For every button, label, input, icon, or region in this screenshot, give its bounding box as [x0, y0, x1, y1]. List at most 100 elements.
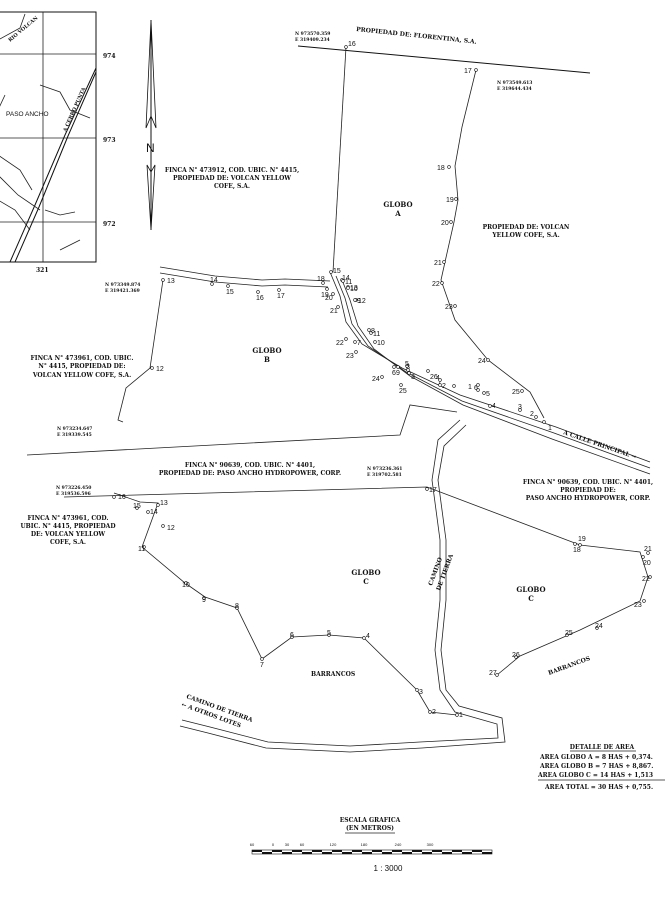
- survey-point-label: 17: [464, 68, 472, 75]
- globo-c1-l2: C: [363, 577, 369, 586]
- owner-finca-90639-right-l1: FINCA N° 90639, COD. UBIC. N° 4401,: [523, 479, 653, 486]
- survey-point-label: 3: [411, 374, 415, 381]
- owner-finca-473961-bottom-l4: COFE, S.A.: [50, 539, 86, 546]
- survey-point-marker: [392, 365, 396, 369]
- survey-point-marker: [405, 364, 409, 368]
- survey-point-label: 20: [643, 560, 651, 567]
- scale-segment: [432, 850, 442, 852]
- survey-point-label: 9: [396, 370, 400, 377]
- scale-segment: [322, 852, 332, 854]
- owner-finca-473912-l1: FINCA N° 473912, COD. UBIC. N° 4415,: [165, 167, 299, 174]
- globo-b-l1: GLOBO: [252, 346, 281, 355]
- globo-c2-l1: GLOBO: [516, 585, 545, 594]
- survey-point-marker: [150, 366, 154, 370]
- scale-tick-label: 180: [361, 842, 368, 847]
- survey-point-marker: [482, 391, 486, 395]
- survey-point-marker: [440, 281, 444, 285]
- owner-finca-90639-right-l3: PASO ANCHO HYDROPOWER, CORP.: [526, 495, 650, 502]
- scale-segment: [332, 850, 342, 852]
- north-letter: N: [146, 141, 155, 155]
- survey-point-label: 3: [419, 689, 423, 696]
- coord-p16-top-n: N 973570.359: [295, 31, 330, 37]
- survey-point-label: 14: [210, 277, 218, 284]
- scale-segment: [422, 852, 432, 854]
- survey-point-label: 5: [486, 391, 490, 398]
- survey-point-label: 1: [468, 384, 472, 391]
- survey-point-marker: [396, 365, 400, 369]
- inset-grid-973: 973: [103, 137, 116, 144]
- owner-labels: PROPIEDAD DE: FLORENTINA, S.A. FINCA N° …: [20, 26, 653, 546]
- survey-point-label: 17: [429, 487, 437, 494]
- survey-point-label: 26: [512, 652, 520, 659]
- survey-point-marker: [428, 710, 432, 714]
- scale-segment: [452, 850, 462, 852]
- survey-point-marker: [161, 278, 165, 282]
- survey-point-marker: [202, 596, 206, 600]
- scale-tick-label: 60: [250, 842, 255, 847]
- survey-point-label: 23: [634, 602, 642, 609]
- owner-volcan-right-l2: YELLOW COFE, S.A.: [491, 232, 559, 239]
- scale-segment: [392, 850, 402, 852]
- survey-point-marker: [425, 487, 429, 491]
- survey-point-label: 25: [399, 388, 407, 395]
- coord-p16-mid-e: E 319536.596: [56, 491, 91, 497]
- survey-point-marker: [344, 337, 348, 341]
- survey-point-label: 3: [518, 404, 522, 411]
- survey-point-label: 20: [325, 295, 333, 302]
- area-row-b: AREA GLOBO B = 7 HAS + 8,867.: [539, 763, 653, 770]
- survey-point-marker: [426, 369, 430, 373]
- survey-point-marker: [474, 68, 478, 72]
- inset-grid-321: 321: [36, 267, 49, 274]
- scale-title-l1: ESCALA GRAFICA: [340, 817, 401, 824]
- survey-point-label: 1: [459, 712, 463, 719]
- survey-point-marker: [290, 635, 294, 639]
- survey-point-label: 9: [357, 298, 361, 305]
- survey-point-marker: [235, 606, 239, 610]
- owner-finca-473961-top-l3: VOLCAN YELLOW COFE, S.A.: [32, 372, 131, 379]
- survey-point-label: 23: [346, 353, 354, 360]
- scale-segment: [412, 850, 422, 852]
- survey-point-label: 23: [445, 304, 453, 311]
- survey-point-marker: [578, 543, 582, 547]
- survey-point-marker: [341, 279, 345, 283]
- survey-point-label: 14: [150, 509, 158, 516]
- owner-finca-90639-mid-l2: PROPIEDAD DE: PASO ANCHO HYDROPOWER, COR…: [159, 470, 341, 477]
- survey-point-marker: [415, 688, 419, 692]
- survey-point-marker: [454, 197, 458, 201]
- survey-point-marker: [362, 636, 366, 640]
- survey-point-marker: [520, 389, 524, 393]
- scale-segment: [462, 852, 472, 854]
- survey-point-label: 21: [644, 546, 652, 553]
- survey-point-marker: [453, 304, 457, 308]
- globo-a-l1: GLOBO: [383, 200, 412, 209]
- survey-point-marker: [399, 383, 403, 387]
- survey-point-label: 16: [348, 41, 356, 48]
- survey-point-marker: [369, 331, 373, 335]
- survey-point-marker: [476, 388, 480, 392]
- survey-point-label: 10: [182, 582, 190, 589]
- survey-point-marker: [642, 599, 646, 603]
- survey-point-marker: [542, 420, 546, 424]
- survey-point-marker: [452, 384, 456, 388]
- survey-point-label: 2: [530, 411, 534, 418]
- scale-segment: [442, 852, 452, 854]
- area-row-a: AREA GLOBO A = 8 HAS + 0,374.: [539, 754, 653, 761]
- survey-point-marker: [256, 290, 260, 294]
- owner-finca-90639-mid-l1: FINCA N° 90639, COD. UBIC. N° 4401,: [185, 462, 315, 469]
- survey-point-label: 4: [366, 633, 370, 640]
- survey-point-marker: [565, 633, 569, 637]
- survey-point-marker: [112, 495, 116, 499]
- survey-point-label: 21: [434, 260, 442, 267]
- coord-p13-left-e: E 319421.369: [105, 288, 140, 294]
- coord-p17-mid-n: N 973236.361: [367, 466, 402, 472]
- survey-point-marker: [476, 383, 480, 387]
- survey-point-label: 19: [446, 197, 454, 204]
- inset-grid-972: 972: [103, 221, 116, 228]
- barrancos-right: BARRANCOS: [547, 655, 591, 677]
- survey-point-marker: [184, 581, 188, 585]
- survey-point-marker: [321, 281, 325, 285]
- owner-volcan-right-l1: PROPIEDAD DE: VOLCAN: [483, 224, 570, 231]
- survey-point-label: 5: [327, 630, 331, 637]
- barrancos-left: BARRANCOS: [311, 671, 355, 678]
